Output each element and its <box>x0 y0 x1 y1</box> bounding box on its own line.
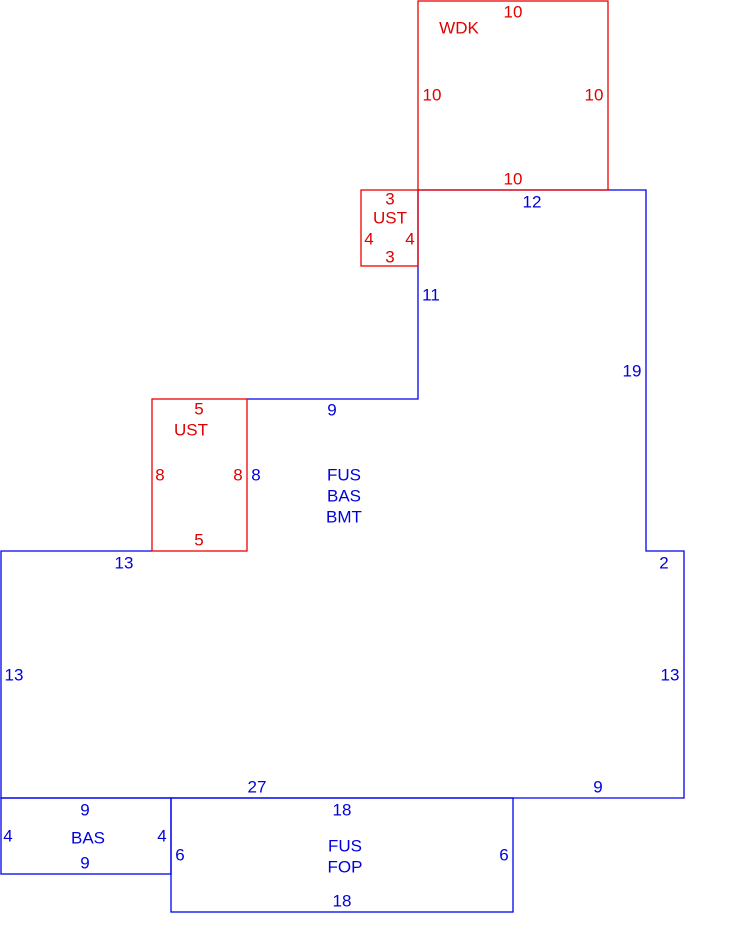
dimension-label: 9 <box>593 777 602 796</box>
dimension-label: 10 <box>504 2 523 21</box>
dimension-label: 6 <box>499 845 508 864</box>
dimension-label: 19 <box>623 361 642 380</box>
ust-lower-label: UST <box>174 420 208 439</box>
dimension-label: 4 <box>157 826 166 845</box>
ust-upper-label: UST <box>373 208 407 227</box>
fop-area-outline <box>170 797 514 913</box>
wdk-label: WDK <box>439 18 479 37</box>
dimension-label: 10 <box>585 85 604 104</box>
dimension-label: 5 <box>194 399 203 418</box>
dimension-label: 4 <box>364 229 373 248</box>
dimension-label: 9 <box>327 400 336 419</box>
dimension-label: 13 <box>5 665 24 684</box>
dimension-label: 5 <box>194 530 203 549</box>
dimension-label: 11 <box>422 285 440 304</box>
dimension-label: 8 <box>233 465 242 484</box>
dimension-label: 18 <box>333 800 352 819</box>
ust-lower-outline <box>151 398 248 552</box>
dimension-label: 10 <box>423 85 442 104</box>
dimension-label: 9 <box>80 800 89 819</box>
dimension-label: 8 <box>251 465 260 484</box>
dimension-label: 6 <box>175 845 184 864</box>
main-area-label: FUS <box>327 465 361 484</box>
wdk-area-outline <box>417 0 609 191</box>
fop-area-label: FUS <box>328 836 362 855</box>
main-area-label: BAS <box>327 486 361 505</box>
dimension-label: 12 <box>523 192 542 211</box>
dimension-label: 13 <box>115 553 134 572</box>
dimension-label: 2 <box>659 553 668 572</box>
dimension-label: 13 <box>661 665 680 684</box>
dimension-label: 4 <box>405 229 414 248</box>
dimension-label: 18 <box>333 891 352 910</box>
dimension-label: 9 <box>80 853 89 872</box>
fop-area-label: FOP <box>328 857 363 876</box>
dimension-label: 3 <box>385 189 394 208</box>
dimension-label: 8 <box>155 465 164 484</box>
dimension-label: 10 <box>504 169 523 188</box>
dimension-label: 3 <box>385 247 394 266</box>
main-area-label: BMT <box>326 507 362 526</box>
ust-upper-outline <box>360 189 419 267</box>
dimension-label: 27 <box>248 777 267 796</box>
bas-area-label: BAS <box>71 828 105 847</box>
dimension-label: 4 <box>3 826 12 845</box>
